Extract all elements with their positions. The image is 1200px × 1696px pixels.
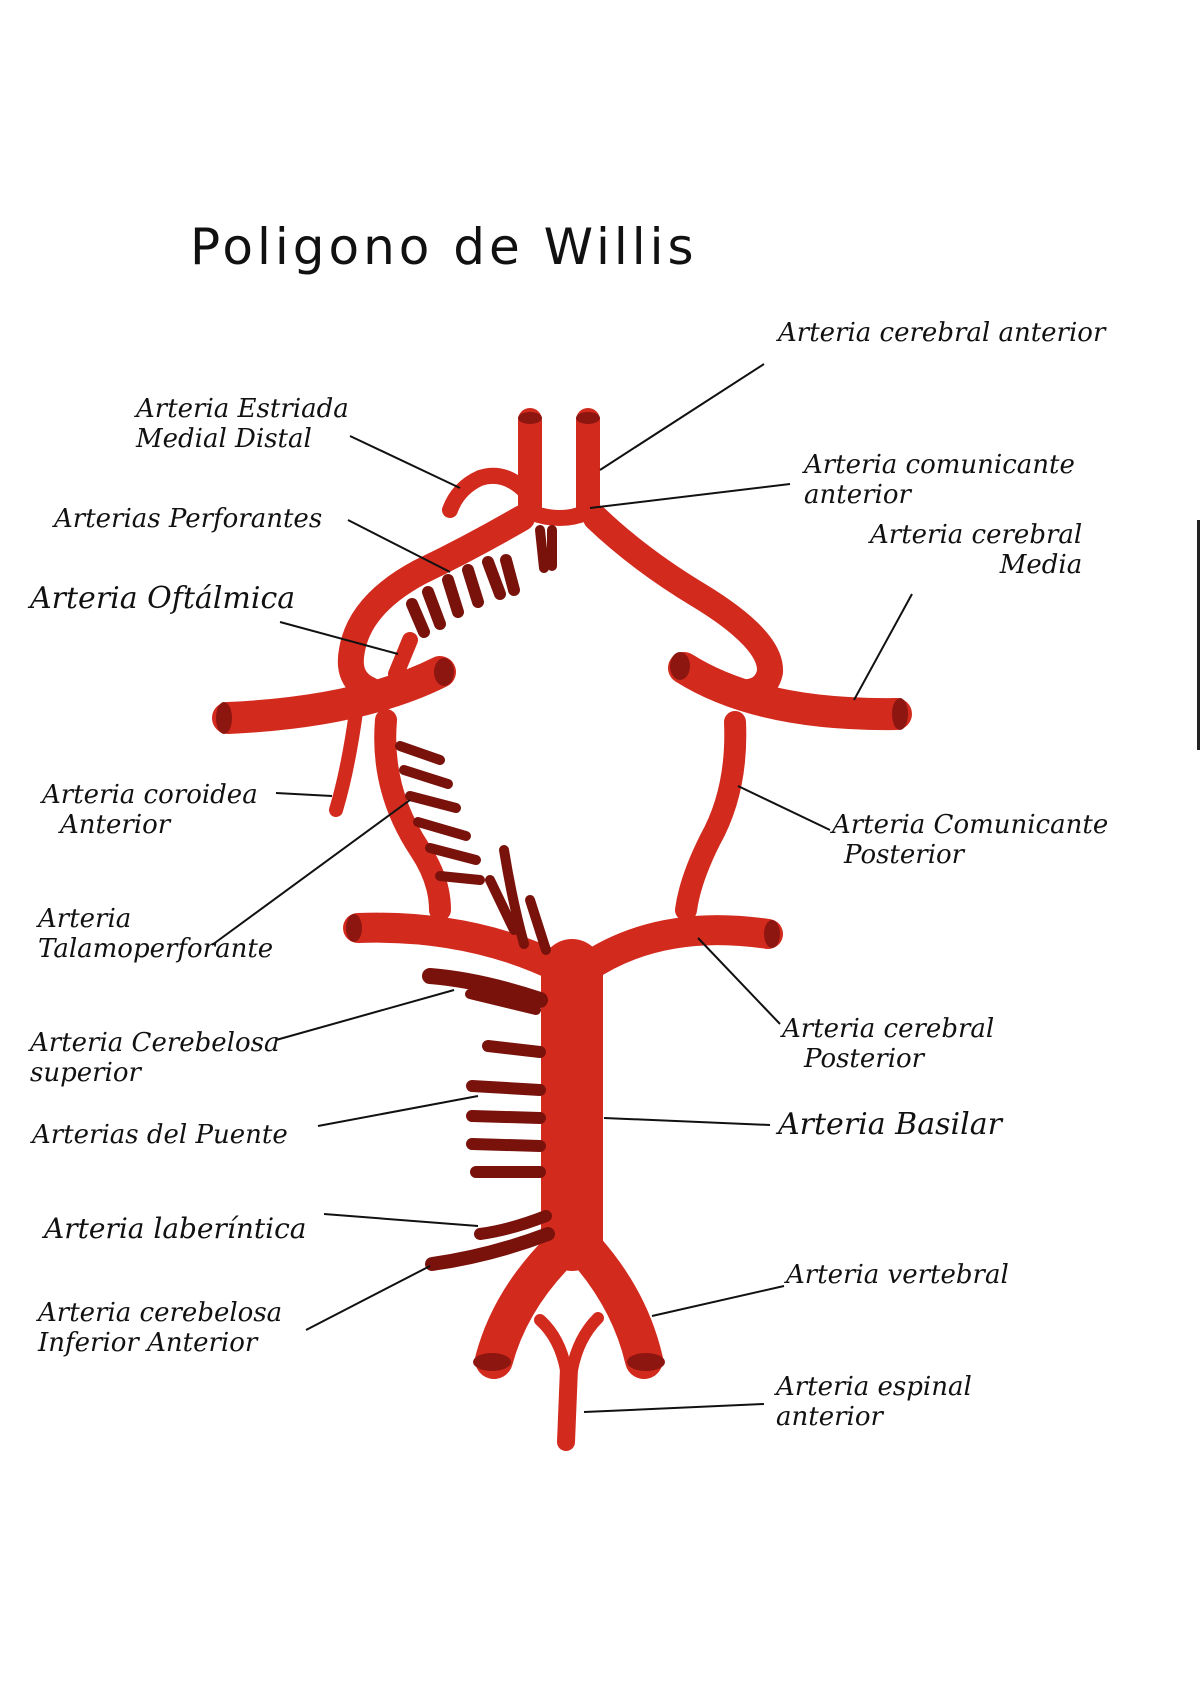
label-talamoperforante: Arteria Talamoperforante [38,904,273,964]
ophthalmic-artery [388,632,418,682]
label-espinal-anterior: Arteria espinal anterior [776,1372,972,1432]
posterior-communicating-left [374,709,451,921]
label-text: Posterior [844,840,965,870]
leader-lines [211,363,913,1413]
label-cerebral-anterior: Arteria cerebral anterior [778,318,1105,348]
label-oftalmica: Arteria Oftálmica [30,584,295,614]
label-text: Inferior Anterior [38,1328,258,1358]
artery-cut-ends [216,412,908,1371]
label-perforantes: Arterias Perforantes [54,504,322,534]
label-text: Arterias Perforantes [54,504,323,534]
label-text: Arteria Estriada [136,394,349,424]
label-text: Talamoperforante [38,934,274,964]
middle-cerebral-left [212,656,456,734]
label-text: superior [30,1058,141,1088]
label-puente: Arterias del Puente [32,1120,288,1150]
cap-aca-left [518,412,542,424]
posterior-communicating-right [675,711,747,921]
label-text: Arterias del Puente [32,1120,288,1150]
small-branches [395,525,557,1271]
label-text: Arteria Oftálmica [30,581,296,616]
label-text: anterior [776,1402,883,1432]
label-comunicante-anterior: Arteria comunicante anterior [804,450,1075,510]
label-text: Arteria espinal [776,1372,972,1402]
label-text: Arteria cerebelosa [38,1298,283,1328]
posterior-cerebral-right [571,915,783,983]
label-text: Medial Distal [136,424,312,454]
anterior-spinal-artery [557,1359,578,1451]
cap-pca-left [346,914,362,942]
label-text: Arteria vertebral [786,1260,1009,1290]
label-text: Arteria Comunicante [832,810,1109,840]
label-text: Arteria cerebral [782,1014,995,1044]
label-text: Media [999,550,1083,580]
scan-edge-mark [1197,520,1200,750]
label-text: Arteria comunicante [804,450,1075,480]
label-laberintica: Arteria laberíntica [44,1214,306,1244]
label-text: Arteria [38,904,132,934]
label-text: Arteria Basilar [778,1107,1002,1142]
anterior-choroidal-artery [329,705,363,817]
vertebral-artery-left [475,1231,579,1379]
internal-carotid-right-arc [583,505,783,705]
label-estriada-medial-distal: Arteria Estriada Medial Distal [136,394,349,454]
label-comunicante-posterior: Arteria Comunicante Posterior [832,810,1108,870]
label-text: Arteria laberíntica [44,1212,307,1245]
posterior-cerebral-left [343,912,575,983]
label-text: Arteria coroidea [42,780,258,810]
vertebral-artery-right [567,1231,663,1379]
cap-mca-right [892,698,908,730]
anterior-communicating-artery [522,504,596,526]
label-text: Posterior [804,1044,925,1074]
label-cerebral-media: Arteria cerebral Media [870,520,1082,580]
label-cerebral-posterior: Arteria cerebral Posterior [782,1014,994,1074]
internal-carotid-left-arc [337,505,535,703]
cap-aca-right [576,412,600,424]
cap-mca-left [216,702,232,734]
label-basilar: Arteria Basilar [778,1110,1002,1140]
diagram-title: Poligono de Willis [190,218,698,276]
label-cerebelosa-inferior-anterior: Arteria cerebelosa Inferior Anterior [38,1298,282,1358]
middle-cerebral-right [668,652,912,731]
label-coroidea-anterior: Arteria coroidea Anterior [42,780,258,840]
cap-ica-right [670,652,690,680]
label-cerebelosa-superior: Arteria Cerebelosa superior [30,1028,280,1088]
cap-vert-left [473,1353,511,1371]
striate-artery [442,467,534,518]
label-text: Arteria Cerebelosa [30,1028,280,1058]
label-text: Arteria cerebral [870,520,1083,550]
label-text: anterior [804,480,911,510]
cap-ica-left [434,658,454,686]
anterior-spinal-right-root [566,1312,604,1376]
label-text: Anterior [60,810,171,840]
label-vertebral: Arteria vertebral [786,1260,1009,1290]
label-text: Arteria cerebral anterior [778,318,1106,348]
cap-pca-right [764,920,780,948]
cap-vert-right [627,1353,665,1371]
